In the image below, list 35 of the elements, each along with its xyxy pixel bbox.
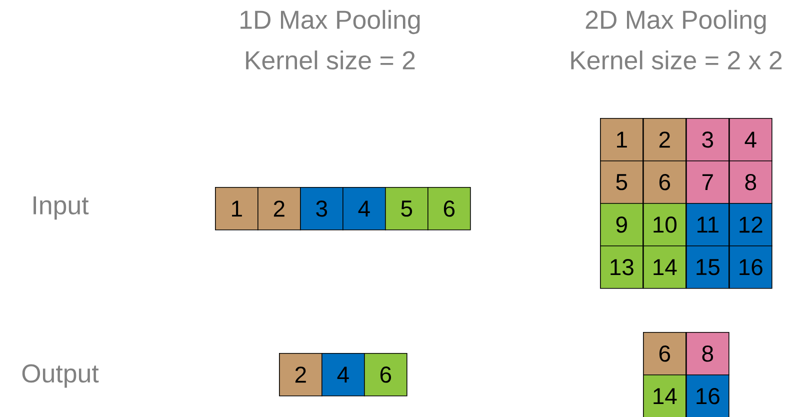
number-cell: 6 (364, 353, 408, 396)
number-cell: 13 (600, 246, 644, 289)
label-text: Output (22, 364, 99, 388)
label-text: 1D Max Pooling (240, 10, 420, 34)
number-cell: 2 (258, 187, 301, 230)
label-text: 2D Max Pooling (586, 10, 766, 34)
number-cell: 2 (279, 353, 322, 396)
number-cell: 14 (643, 374, 686, 417)
number-cell: 3 (686, 118, 730, 162)
number-cell: 6 (643, 332, 686, 376)
label-text: Kernel size = 2 x 2 (571, 50, 782, 70)
number-cell: 11 (686, 203, 730, 246)
number-cell: 9 (600, 203, 644, 246)
number-cell: 5 (600, 160, 644, 204)
number-cell: 8 (686, 332, 730, 376)
number-cell: 10 (643, 203, 686, 246)
label-text: Input (34, 196, 89, 220)
number-cell: 14 (643, 246, 686, 289)
number-cell: 12 (729, 203, 772, 246)
number-cell: 4 (342, 187, 386, 230)
number-cell: 6 (428, 187, 471, 230)
number-cell: 1 (600, 118, 644, 162)
number-cell: 7 (686, 160, 730, 204)
number-cell: 1 (215, 187, 258, 230)
number-cell: 4 (322, 353, 365, 396)
label-text: Kernel size = 2 (246, 50, 415, 70)
number-cell: 16 (729, 246, 772, 289)
number-cell: 16 (686, 374, 730, 417)
number-cell: 3 (300, 187, 344, 230)
number-cell: 8 (729, 160, 772, 204)
number-cell: 5 (385, 187, 428, 230)
number-cell: 15 (686, 246, 730, 289)
number-cell: 2 (643, 118, 686, 162)
number-cell: 6 (643, 160, 686, 204)
number-cell: 4 (729, 118, 772, 162)
